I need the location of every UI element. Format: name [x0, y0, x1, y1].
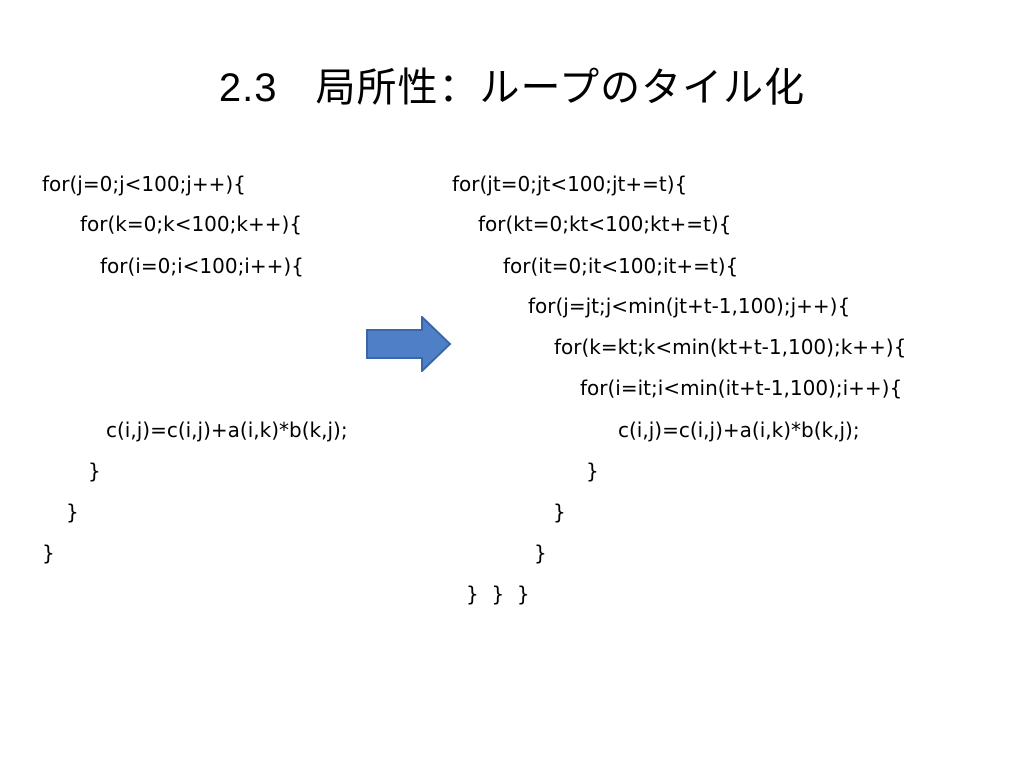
- code-line: }: [42, 541, 55, 565]
- code-line: for(i=it;i<min(it+t-1,100);i++){: [580, 376, 903, 400]
- title-text: 局所性：ループのタイル化: [315, 65, 806, 111]
- code-line: for(i=0;i<100;i++){: [100, 254, 304, 278]
- code-line: }: [534, 541, 547, 565]
- code-line: }: [586, 459, 599, 483]
- code-line: for(jt=0;jt<100;jt+=t){: [452, 172, 688, 196]
- code-line: for(k=0;k<100;k++){: [80, 212, 302, 236]
- code-line: c(i,j)=c(i,j)+a(i,k)*b(k,j);: [618, 418, 860, 442]
- code-line: for(it=0;it<100;it+=t){: [503, 254, 739, 278]
- right-arrow-icon: [366, 316, 452, 372]
- code-line: }: [88, 459, 101, 483]
- slide-title: 2.3 局所性：ループのタイル化: [0, 58, 1024, 118]
- code-line: } } }: [466, 582, 530, 606]
- arrow-shape: [366, 316, 452, 372]
- code-line: for(kt=0;kt<100;kt+=t){: [478, 212, 732, 236]
- code-line: for(j=jt;j<min(jt+t-1,100);j++){: [528, 294, 851, 318]
- code-line: }: [553, 500, 566, 524]
- code-line: c(i,j)=c(i,j)+a(i,k)*b(k,j);: [106, 418, 348, 442]
- code-line: for(k=kt;k<min(kt+t-1,100);k++){: [554, 335, 907, 359]
- code-line: }: [66, 500, 79, 524]
- code-line: for(j=0;j<100;j++){: [42, 172, 246, 196]
- section-number: 2.3: [218, 66, 278, 110]
